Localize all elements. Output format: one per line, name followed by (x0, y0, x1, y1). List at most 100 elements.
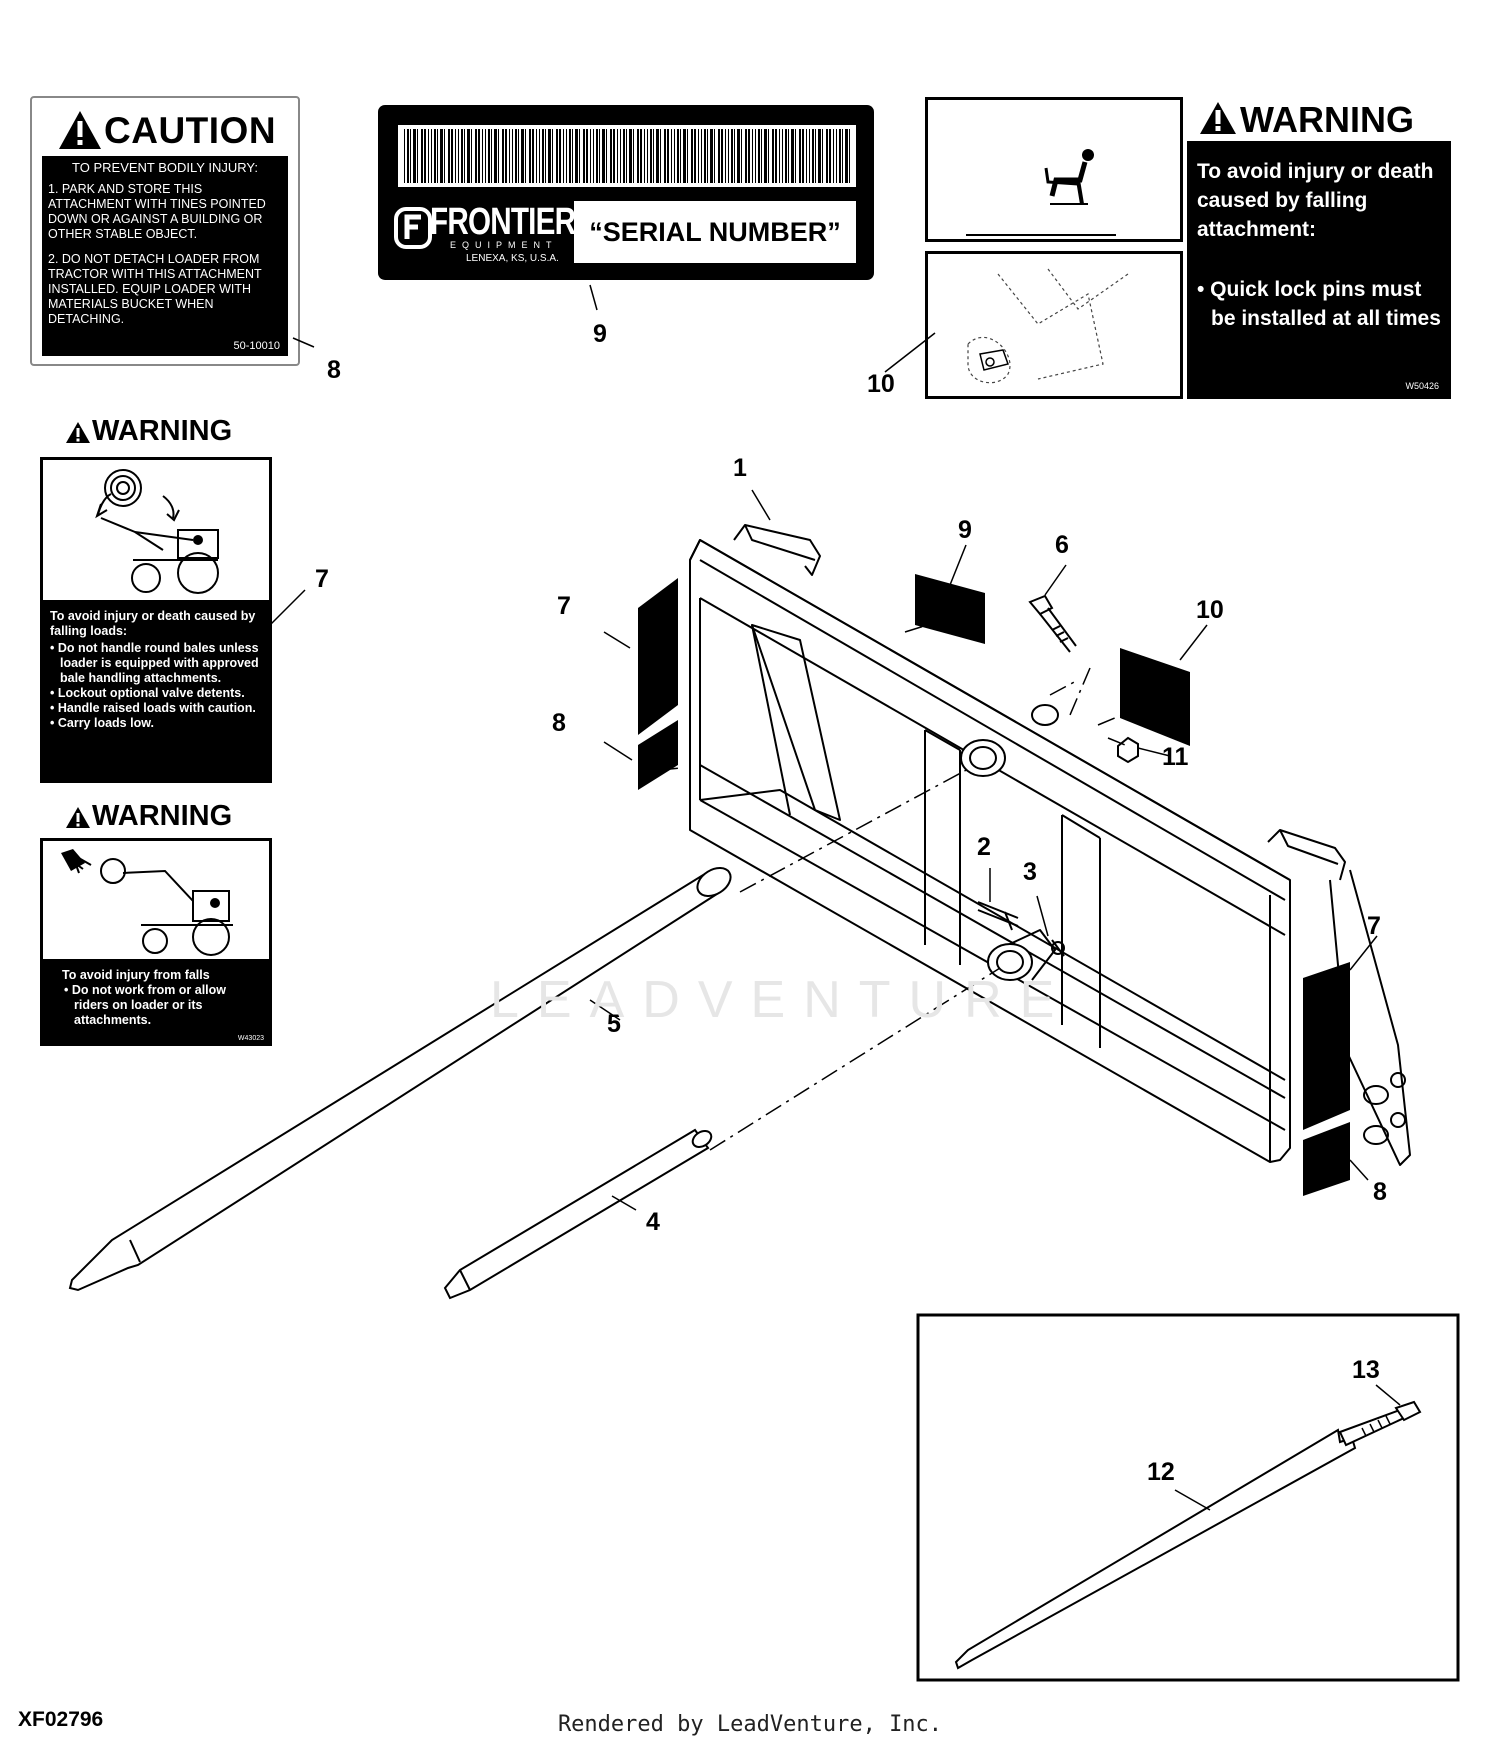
barcode-bar (694, 129, 696, 183)
barcode-bar (532, 129, 534, 183)
caution-item-2: 2. DO NOT DETACH LOADER FROM TRACTOR WIT… (48, 252, 262, 326)
footer-rendered-by: Rendered by LeadVenture, Inc. (557, 1712, 943, 1737)
caution-part-number: 50-10010 (233, 340, 281, 352)
barcode-bar (563, 129, 564, 183)
barcode-bar (633, 129, 634, 183)
barcode-bar (725, 129, 726, 183)
leader-lines (269, 284, 1378, 1211)
barcode-bar (691, 129, 693, 183)
warning-quicklock-decal: WARNING To avoid injury or death caused … (925, 97, 1451, 399)
barcode-bar (704, 129, 706, 183)
barcode-bar (637, 129, 639, 183)
barcode-bar (583, 129, 585, 183)
barcode-bar (806, 129, 807, 183)
barcode-bar (710, 129, 713, 183)
barcode-bar (407, 129, 409, 183)
barcode-bar (606, 129, 607, 183)
frame-decals (638, 574, 1350, 1196)
barcode-bar (475, 129, 477, 183)
barcode-bar (758, 129, 760, 183)
barcode-bar (772, 129, 774, 183)
caution-heading-row: CAUTION (54, 106, 284, 152)
barcode-bar (698, 129, 699, 183)
hardware (977, 594, 1139, 957)
barcode (398, 125, 856, 187)
bales-text-panel: To avoid injury or death caused by falli… (40, 603, 272, 783)
barcode-bar (509, 129, 510, 183)
barcode-bar (660, 129, 661, 183)
falls-bullet: • Do not work from or allow riders on lo… (64, 983, 227, 1027)
barcode-bar (761, 129, 762, 183)
serial-number-text: “SERIAL NUMBER” (589, 216, 841, 247)
barcode-bar (518, 129, 519, 183)
barcode-bar (623, 129, 625, 183)
frontier-brand-sub: EQUIPMENT (450, 240, 558, 250)
barcode-bar (745, 129, 747, 183)
callout-11-nut: 11 (1162, 743, 1189, 771)
barcode-bar (653, 129, 654, 183)
barcode-bar (680, 129, 681, 183)
bales-pictogram (40, 457, 272, 603)
barcode-bar (644, 129, 645, 183)
barcode-bar (731, 129, 733, 183)
barcode-bar (791, 129, 794, 183)
callout-10-frame: 10 (1196, 596, 1224, 624)
barcode-bar (491, 129, 492, 183)
serial-number-decal: FRONTIER EQUIPMENT LENEXA, KS, U.S.A. “S… (378, 105, 874, 280)
barcode-bar (529, 129, 531, 183)
frontier-f-mark (394, 207, 432, 249)
barcode-bar (586, 129, 588, 183)
rider-falling-icon (61, 849, 233, 956)
barcode-bar (590, 129, 591, 183)
bales-heading: WARNING (92, 415, 233, 447)
quicklock-pin-icon (967, 268, 1129, 384)
barcode-bar (478, 129, 480, 183)
callout-13-nut: 13 (1352, 1356, 1380, 1384)
callout-7-frame-left: 7 (557, 592, 571, 620)
barcode-bar (536, 129, 537, 183)
barcode-bar (620, 129, 621, 183)
barcode-bar (421, 129, 423, 183)
barcode-bar (707, 129, 708, 183)
main-frame (689, 524, 1411, 1166)
barcode-bar (458, 129, 459, 183)
barcode-bar (674, 129, 675, 183)
caution-decal: CAUTION TO PREVENT BODILY INJURY: 1. PAR… (30, 96, 300, 366)
barcode-bar (498, 129, 499, 183)
barcode-bar (448, 129, 450, 183)
barcode-bar (833, 129, 834, 183)
barcode-bar (656, 129, 659, 183)
barcode-bar (728, 129, 729, 183)
falls-intro: To avoid injury from falls (62, 968, 210, 982)
barcode-bar (566, 129, 567, 183)
callout-5-spear: 5 (607, 1010, 621, 1038)
barcode-bar (822, 129, 823, 183)
barcode-bar (748, 129, 750, 183)
falls-heading-row: WARNING (65, 798, 265, 834)
barcode-bar (444, 129, 445, 183)
operator-seat-icon (966, 149, 1116, 236)
barcode-bar (434, 129, 436, 183)
barcode-bar (455, 129, 456, 183)
barcode-bar (575, 129, 578, 183)
barcode-bar (799, 129, 801, 183)
barcode-bar (714, 129, 715, 183)
barcode-bar (542, 129, 544, 183)
barcode-bar (647, 129, 648, 183)
barcode-bar (734, 129, 735, 183)
barcode-bar (413, 129, 416, 183)
barcode-bar (842, 129, 843, 183)
barcode-bar (467, 129, 470, 183)
barcode-bar (579, 129, 580, 183)
operator-seat-pictogram (925, 97, 1183, 242)
barcode-bar (818, 129, 821, 183)
barcode-bar (464, 129, 465, 183)
callout-10-quicklock: 10 (867, 370, 895, 398)
quicklock-part-number: W50426 (1405, 381, 1439, 391)
bales-heading-row: WARNING (65, 413, 265, 449)
barcode-bar (779, 129, 780, 183)
callout-9-frame: 9 (958, 516, 972, 544)
barcode-bar (539, 129, 540, 183)
warning-triangle-icon (59, 111, 101, 149)
barcode-bar (701, 129, 702, 183)
